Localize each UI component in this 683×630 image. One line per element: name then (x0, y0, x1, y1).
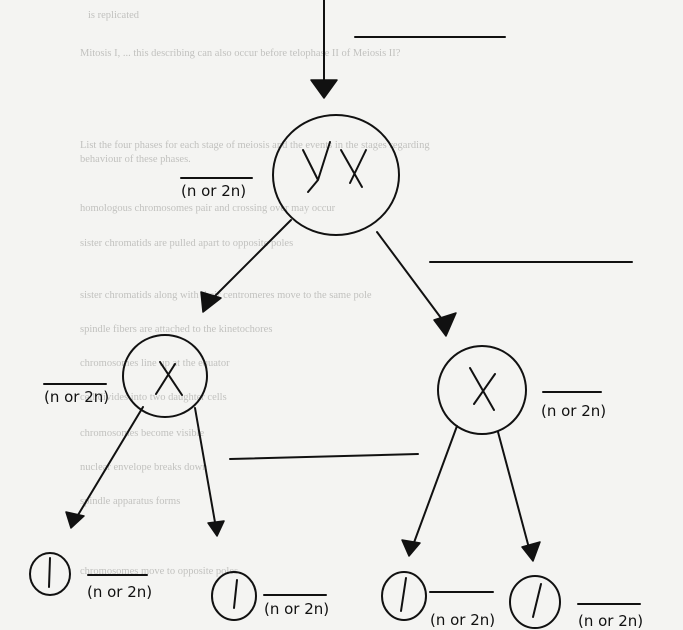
gamete-cell (29, 552, 71, 596)
arrowhead (310, 79, 338, 99)
arrowhead (200, 291, 222, 313)
chromosome-pair (340, 149, 367, 188)
chromosome-pair (302, 141, 331, 193)
ghost-line: homologous chromosomes pair and crossing… (80, 203, 336, 214)
chromosome (48, 557, 51, 588)
ploidy-label-mid-right: (n or 2n) (541, 402, 606, 420)
daughter-cell-right (437, 345, 527, 435)
ghost-line: sister chromatids are pulled apart to op… (80, 238, 294, 249)
gamete-cell (381, 571, 427, 621)
ploidy-label-gamete-1: (n or 2n) (87, 583, 152, 601)
ghost-line: sister chromatids along with their centr… (80, 290, 372, 301)
ghost-line: chromosomes line up at the equator (80, 358, 230, 369)
arrowhead (401, 539, 421, 557)
ploidy-label-gamete-2: (n or 2n) (264, 600, 329, 618)
ghost-line: nuclear envelope breaks down (80, 462, 208, 473)
ghost-line: behaviour of these phases. (80, 154, 191, 165)
chromosome (155, 361, 183, 396)
ghost-line: chromosomes become visible (80, 428, 205, 439)
chromosome (400, 577, 407, 612)
daughter-cell-left (122, 334, 208, 418)
arrow-to-left-daughter (207, 219, 292, 304)
arrowhead (65, 511, 85, 529)
arrowhead (521, 541, 541, 562)
parent-cell (272, 114, 400, 236)
ghost-line: chromosomes move to opposite poles (80, 566, 239, 577)
ghost-line: cell divides into two daughter cells (80, 392, 227, 403)
arrow-to-gamete-4 (497, 431, 530, 549)
arrow-to-right-daughter (376, 231, 445, 323)
chromosome (233, 579, 238, 609)
ploidy-label-mid-left: (n or 2n) (44, 388, 109, 406)
gamete-cell (211, 571, 257, 621)
arrow-to-gamete-1 (74, 406, 144, 521)
arrowhead (207, 520, 225, 537)
ghost-line: List the four phases for each stage of m… (80, 140, 430, 151)
arrow-to-gamete-3 (411, 425, 458, 549)
gamete-cell (509, 575, 561, 629)
ghost-line: Mitosis I, ... this describing can also … (80, 48, 401, 59)
answer-line-meiosis-ii-bottom (229, 453, 419, 460)
chromosome (532, 583, 542, 618)
ghost-line: spindle fibers are attached to the kinet… (80, 324, 273, 335)
ghost-line: spindle apparatus forms (80, 496, 181, 507)
ploidy-label-gamete-4: (n or 2n) (578, 612, 643, 630)
ploidy-label-parent: (n or 2n) (181, 182, 246, 200)
ghost-line: is replicated (88, 10, 140, 21)
arrow-to-gamete-2 (194, 407, 217, 529)
chromosome (469, 367, 496, 411)
arrowhead (433, 312, 457, 337)
ploidy-label-gamete-3: (n or 2n) (430, 611, 495, 629)
